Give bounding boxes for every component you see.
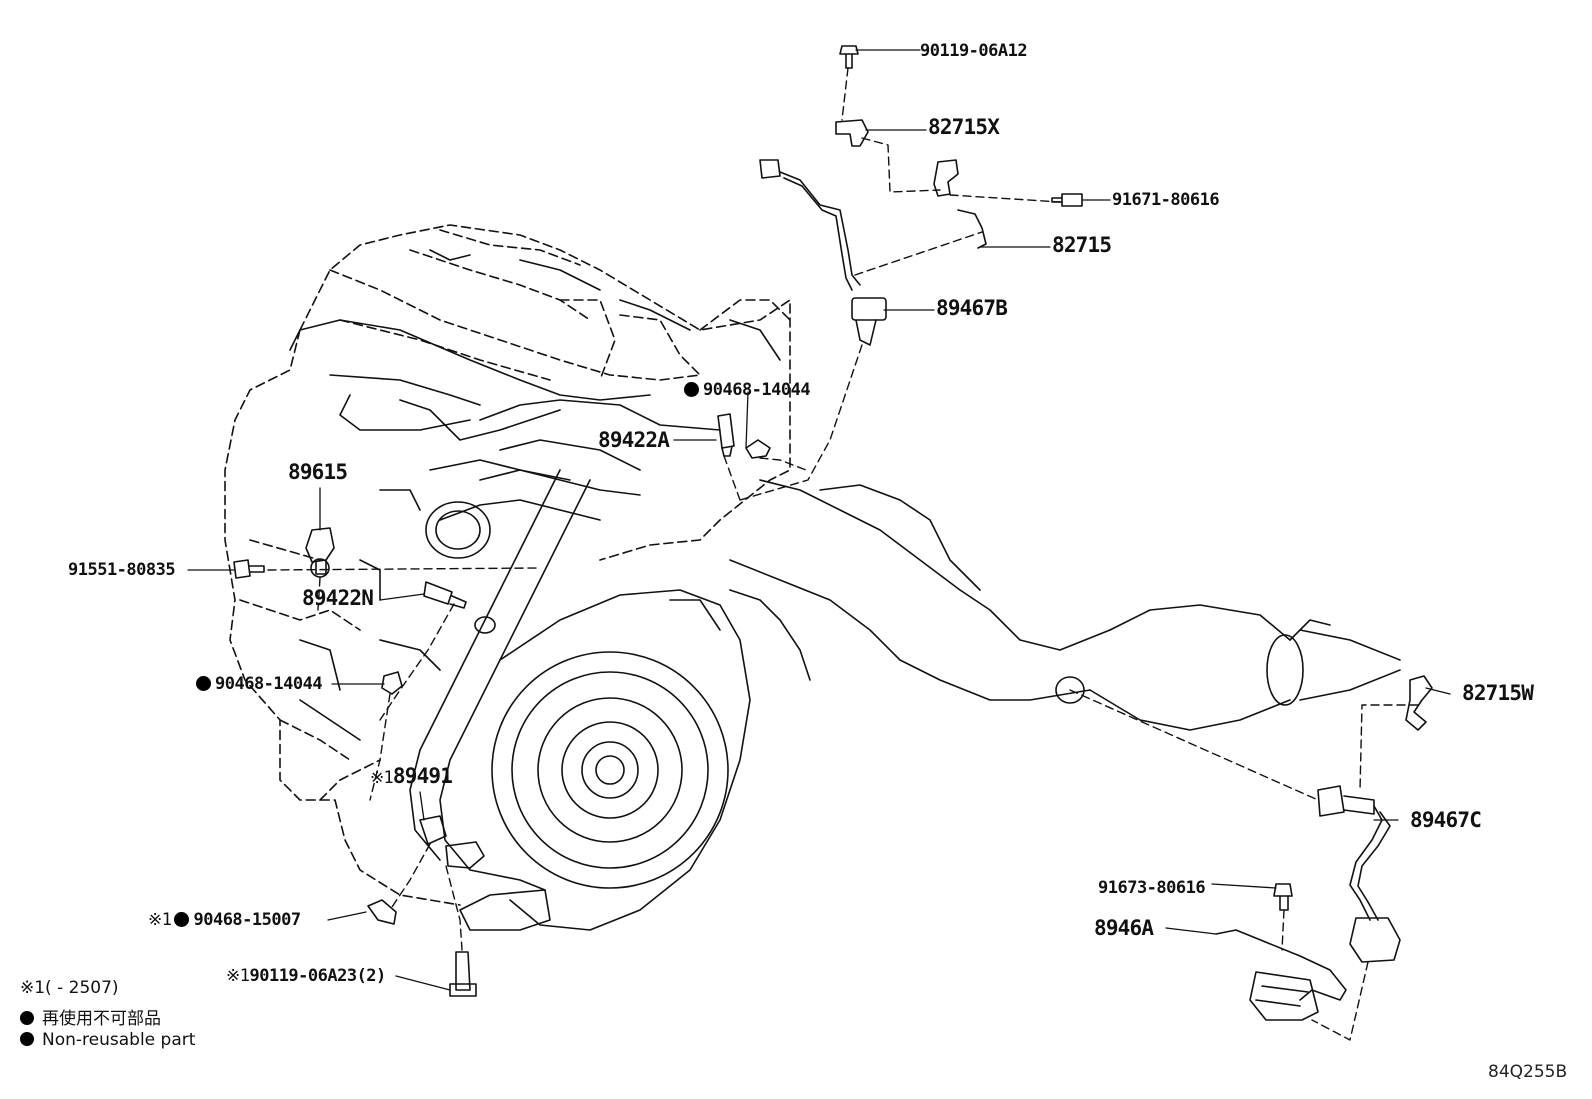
module-8946a bbox=[1215, 929, 1347, 1021]
part-number: 89491 bbox=[392, 764, 453, 788]
part-label-82715w[interactable]: 82715W bbox=[1462, 681, 1534, 705]
part-label-89422a[interactable]: 89422A bbox=[598, 428, 670, 452]
non-reusable-marker bbox=[20, 1011, 34, 1025]
part-label-8946a[interactable]: 8946A bbox=[1094, 916, 1154, 940]
sensor-89422n bbox=[423, 581, 467, 609]
clip-90468-14044-left bbox=[381, 671, 403, 695]
bracket-82715 bbox=[933, 159, 987, 249]
restricted-mark: ※1 bbox=[148, 910, 172, 930]
sensor-89467b bbox=[759, 159, 887, 346]
dashed-assembly-lines bbox=[267, 67, 1419, 1041]
clip-90468-15007 bbox=[367, 899, 397, 925]
non-reusable-marker bbox=[20, 1032, 34, 1046]
part-label-91673-80616[interactable]: 91673-80616 bbox=[1098, 878, 1206, 898]
part-label-89491[interactable]: ※189491 bbox=[370, 764, 453, 789]
part-number: 90468-14044 bbox=[215, 674, 323, 694]
legend-note-restricted: ※1( - 2507) bbox=[20, 978, 119, 998]
part-number: 90119-06A23(2) bbox=[249, 966, 386, 986]
part-label-89467b[interactable]: 89467B bbox=[936, 296, 1008, 320]
non-reusable-marker bbox=[684, 382, 699, 397]
part-label-89467c[interactable]: 89467C bbox=[1410, 808, 1482, 832]
part-label-90119-06a23[interactable]: ※190119-06A23(2) bbox=[226, 966, 386, 986]
legend-text: Non-reusable part bbox=[42, 1030, 196, 1050]
sensor-89615 bbox=[305, 527, 335, 578]
illustration-reference-code: 84Q255B bbox=[1488, 1062, 1568, 1082]
legend-non-reusable-en: Non-reusable part bbox=[20, 1030, 195, 1050]
leader-lines bbox=[187, 49, 1451, 991]
part-label-90468-14044-top[interactable]: 90468-14044 bbox=[684, 380, 811, 400]
engine-block-outline bbox=[224, 224, 791, 906]
restricted-mark: ※1 bbox=[226, 966, 250, 986]
engine-details bbox=[289, 249, 781, 741]
non-reusable-marker bbox=[174, 912, 190, 927]
part-label-89615[interactable]: 89615 bbox=[288, 460, 348, 484]
bracket-82715x bbox=[835, 119, 869, 147]
part-label-90468-14044-left[interactable]: 90468-14044 bbox=[196, 674, 323, 694]
sensor-89467c bbox=[1317, 785, 1401, 963]
restricted-mark: ※1 bbox=[370, 768, 394, 788]
part-label-89422n[interactable]: 89422N bbox=[302, 586, 374, 610]
sensor-89422a bbox=[717, 413, 735, 457]
legend-non-reusable-jp: 再使用不可部品 bbox=[20, 1004, 161, 1029]
part-label-82715[interactable]: 82715 bbox=[1052, 233, 1112, 257]
part-number: 90468-15007 bbox=[193, 910, 301, 930]
exhaust-system bbox=[729, 479, 1401, 731]
part-label-91671-80616[interactable]: 91671-80616 bbox=[1112, 190, 1220, 210]
bolt-90119-06a23 bbox=[449, 951, 477, 997]
part-label-90119-06a12[interactable]: 90119-06A12 bbox=[920, 41, 1028, 61]
bolt-91551-80835 bbox=[233, 559, 265, 579]
bolt-91673-80616 bbox=[1273, 883, 1293, 911]
sensor-89491 bbox=[419, 815, 485, 869]
legend-text: 再使用不可部品 bbox=[42, 1009, 161, 1029]
part-label-90468-15007[interactable]: ※1 90468-15007 bbox=[148, 910, 301, 930]
part-label-82715x[interactable]: 82715X bbox=[928, 115, 1000, 139]
coolant-pipe bbox=[409, 439, 641, 931]
bolt-91671-80616 bbox=[1051, 193, 1083, 207]
part-label-91551-80835[interactable]: 91551-80835 bbox=[68, 560, 176, 580]
transmission-housing bbox=[491, 589, 811, 931]
non-reusable-marker bbox=[196, 676, 211, 691]
part-number: 90468-14044 bbox=[703, 380, 811, 400]
clip-90468-14044-top bbox=[745, 439, 771, 459]
bracket-82715w bbox=[1405, 675, 1433, 731]
bolt-90119-06a12 bbox=[839, 45, 859, 69]
